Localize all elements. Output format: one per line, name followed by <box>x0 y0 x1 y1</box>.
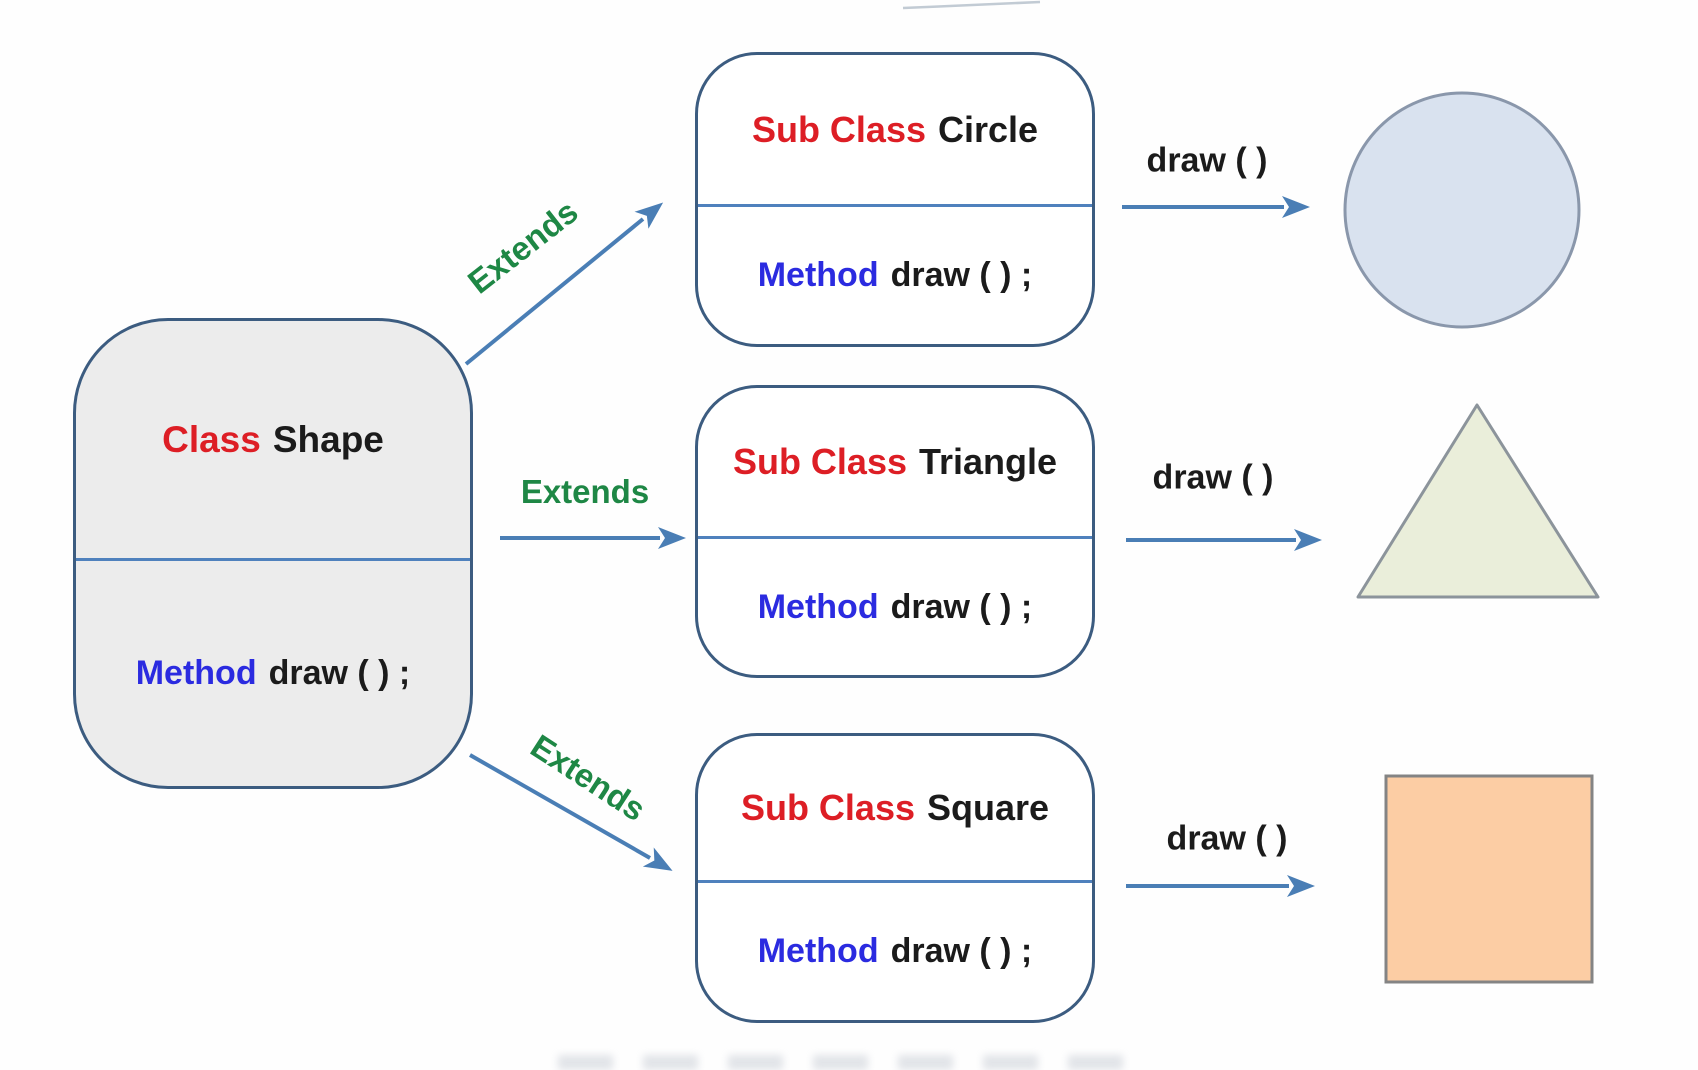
drawn-circle-shape <box>1343 91 1581 329</box>
subclass-square-method-row: Method draw ( ) ; <box>698 880 1092 1020</box>
subclass-keyword: Sub Class <box>751 108 926 150</box>
subclass-triangle-box: Sub Class Triangle Method draw ( ) ; <box>695 385 1095 678</box>
class-shape-method-row: Method draw ( ) ; <box>76 558 470 786</box>
method-keyword: Method <box>757 256 879 294</box>
extends-arrow-circle <box>464 202 664 366</box>
class-shape-box: Class Shape Method draw ( ) ; <box>73 318 473 789</box>
method-signature: draw ( ) ; <box>268 654 411 692</box>
subclass-triangle-method-row: Method draw ( ) ; <box>698 536 1092 675</box>
method-keyword: Method <box>757 587 879 626</box>
method-keyword: Method <box>757 932 879 970</box>
class-name: Shape <box>272 418 384 460</box>
extends-arrow-square <box>469 753 673 871</box>
subclass-square-box: Sub Class Square Method draw ( ) ; <box>695 733 1095 1023</box>
subclass-triangle-title-row: Sub Class Triangle <box>698 388 1092 536</box>
subclass-keyword: Sub Class <box>740 787 915 828</box>
subclass-circle-box: Sub Class Circle Method draw ( ) ; <box>695 52 1095 347</box>
draw-call-label-square: draw ( ) <box>1166 819 1288 858</box>
method-signature: draw ( ) ; <box>890 587 1033 626</box>
draw-call-label-circle: draw ( ) <box>1146 141 1268 180</box>
subclass-name: Circle <box>938 108 1039 150</box>
subclass-name: Triangle <box>919 441 1058 482</box>
class-keyword: Class <box>162 418 261 460</box>
method-keyword: Method <box>135 654 257 692</box>
extends-label-triangle: Extends <box>520 473 650 510</box>
subclass-circle-method-row: Method draw ( ) ; <box>698 204 1092 344</box>
drawn-triangle-shape <box>1356 403 1600 599</box>
subclass-keyword: Sub Class <box>732 441 907 482</box>
drawn-square-shape <box>1384 774 1594 984</box>
cropped-edge-line <box>902 0 1041 10</box>
method-signature: draw ( ) ; <box>890 932 1033 970</box>
cropped-caption-remnant <box>558 1055 1143 1070</box>
subclass-square-title-row: Sub Class Square <box>698 736 1092 880</box>
class-shape-title-row: Class Shape <box>76 321 470 558</box>
method-signature: draw ( ) ; <box>890 256 1033 294</box>
draw-call-label-triangle: draw ( ) <box>1152 458 1274 497</box>
subclass-name: Square <box>927 787 1050 828</box>
subclass-circle-title-row: Sub Class Circle <box>698 55 1092 204</box>
